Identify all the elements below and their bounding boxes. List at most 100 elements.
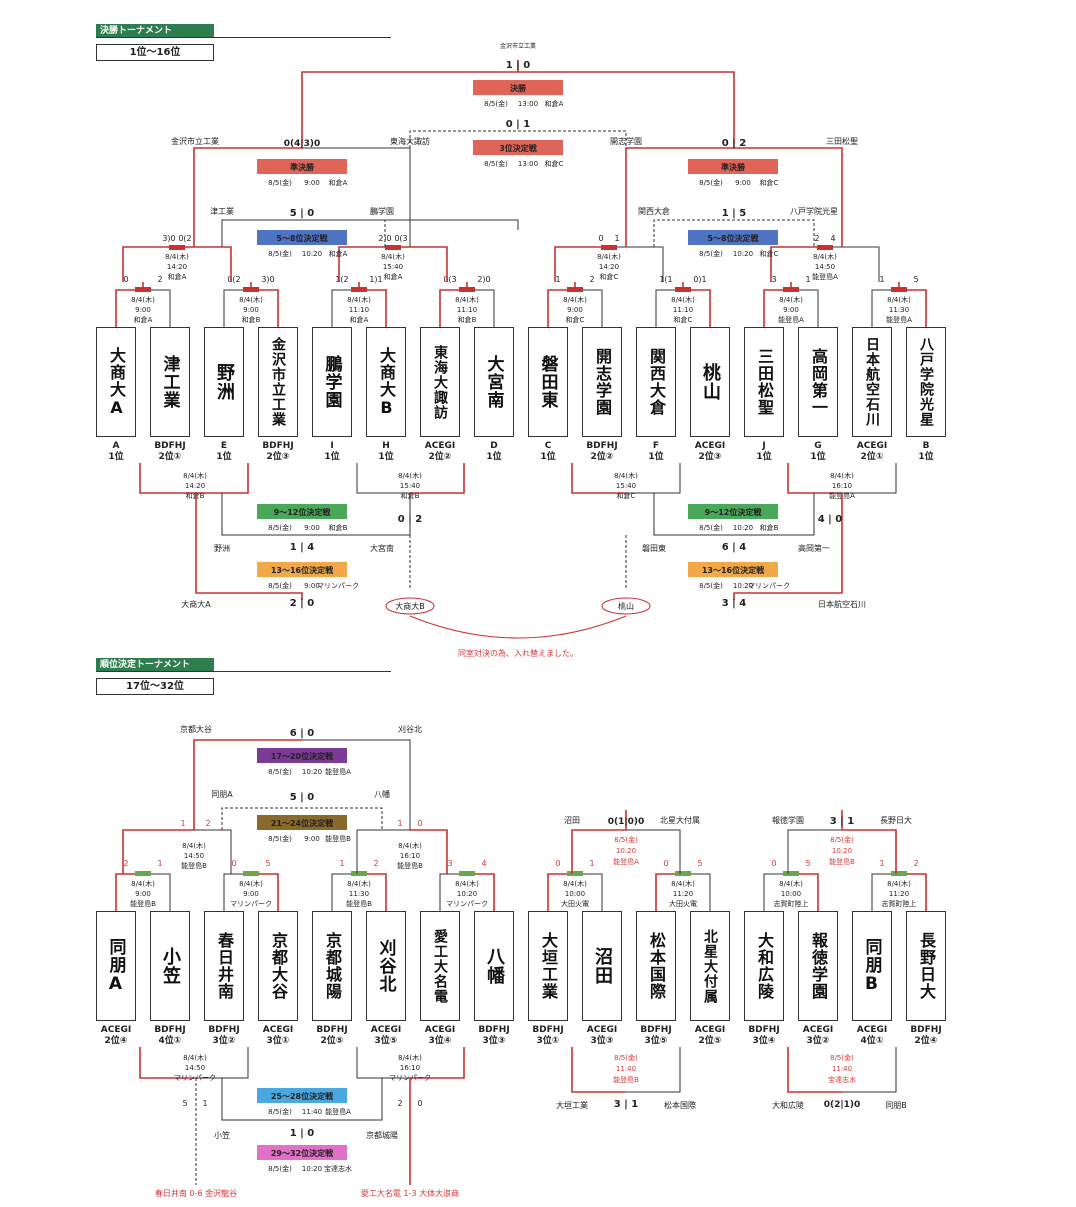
match-score: 0(3	[394, 234, 407, 243]
match-date: 8/5(金)	[699, 178, 723, 187]
top-team-box: 桃山	[690, 327, 730, 437]
team-label: 八戸学院光星	[790, 206, 838, 216]
match-date: 8/4(木)	[183, 1053, 207, 1062]
match-venue: 和倉C	[545, 159, 564, 168]
match-venue: 志賀町陸上	[882, 899, 917, 908]
bcons-line	[195, 1047, 249, 1079]
bottom-team-box: 小笠	[150, 911, 190, 1021]
match-score: 2	[913, 859, 918, 868]
match-score: 0	[663, 859, 668, 868]
match-date: 8/4(木)	[563, 879, 587, 888]
r2-line	[770, 246, 825, 282]
bottom-team-code: ACEGI	[100, 1025, 132, 1035]
bottom-team-rank: 3位⑤	[374, 1036, 398, 1046]
bcons-line	[787, 1047, 842, 1093]
fifth-line	[653, 219, 815, 247]
match-date: 8/4(木)	[347, 879, 371, 888]
top-team-rank: 1位	[486, 452, 502, 462]
match-time: 10:20	[457, 890, 477, 898]
b1-line	[655, 873, 683, 911]
b1-line	[439, 873, 467, 911]
team-label: 大垣工業	[556, 1100, 588, 1110]
match-venue: マリンパーク	[317, 582, 359, 590]
bottom-team-box: 長野日大	[906, 911, 946, 1021]
b-score: 5	[182, 1099, 187, 1108]
match-venue: 和倉A	[134, 315, 153, 324]
top-team-code: ACEGI	[424, 441, 456, 451]
match-time: 9:00	[304, 835, 320, 843]
match-venue: マリンパーク	[174, 1074, 216, 1082]
match-time: 9:00	[735, 179, 751, 187]
match-title-box	[257, 504, 347, 519]
cons-line	[571, 463, 626, 494]
top-team-box: 開志学園	[582, 327, 622, 437]
match-venue: マリンパーク	[748, 582, 790, 590]
match-marker	[243, 871, 259, 876]
team-label: 北星大付属	[660, 815, 700, 825]
section2-range: 17位～32位	[96, 678, 214, 695]
match-venue: 和倉A	[329, 178, 348, 187]
top-team-code: ACEGI	[856, 441, 888, 451]
b1-line	[143, 873, 171, 911]
match-title: 準決勝	[721, 162, 746, 172]
cons-line	[195, 463, 249, 494]
top-team-box: 野洲	[204, 327, 244, 437]
final-score: 1 | 0	[506, 60, 531, 71]
b-score: 0	[417, 819, 422, 828]
match-score: 5	[697, 859, 702, 868]
match-score: 2	[589, 275, 594, 284]
bottom-team-box: 春日井南	[204, 911, 244, 1021]
section2-title: 順位決定トーナメント	[96, 658, 214, 671]
match-time: 14:50	[185, 1064, 205, 1072]
match-time: 11:30	[889, 306, 909, 314]
b2-line	[194, 829, 232, 874]
team-label: 松本国際	[664, 1100, 696, 1110]
semi-line	[193, 147, 302, 247]
semi-score: 0(4|3)0	[284, 139, 321, 149]
top-team-name: 高岡第一	[809, 348, 828, 416]
match-marker	[351, 287, 367, 292]
match-venue: 能登島B	[397, 861, 423, 870]
top-team-name: 金沢市立工業	[270, 337, 286, 427]
match-time: 9:00	[783, 306, 799, 314]
match-time: 16:10	[832, 482, 852, 490]
top-team-box: 金沢市立工業	[258, 327, 298, 437]
team-label: 野洲	[214, 544, 230, 553]
top-team-rank: 1位	[108, 452, 124, 462]
match-time: 10:20	[832, 847, 852, 855]
match-marker	[459, 871, 475, 876]
match-venue: 和倉A	[350, 315, 369, 324]
team-label: 報徳学園	[772, 815, 804, 825]
match-title: 3位決定戦	[499, 143, 538, 153]
top-team-code: B	[922, 441, 930, 451]
match-score: 1(2	[335, 275, 348, 284]
match-title-box	[257, 1088, 347, 1103]
bottom-team-rank: 2位④	[104, 1036, 128, 1046]
b3-line	[302, 739, 411, 830]
match-venue: 能登島B	[325, 834, 351, 843]
r1-line	[655, 289, 683, 327]
top-team-code: H	[382, 441, 390, 451]
match-venue: 能登島B	[346, 899, 372, 908]
result-note: 愛工大名電 1-3 大体大浪商	[361, 1188, 459, 1198]
b3-line	[193, 739, 302, 830]
b-score: 0(2|1)0	[824, 1100, 861, 1110]
bottom-team-code: ACEGI	[856, 1025, 888, 1035]
match-venue: 能登島B	[130, 899, 156, 908]
bottom-team-rank: 3位③	[590, 1036, 614, 1046]
b-score: 3 | 1	[614, 1099, 639, 1110]
r1-line	[115, 289, 143, 327]
match-date: 8/4(木)	[398, 841, 422, 850]
match-date: 8/5(金)	[614, 1053, 638, 1062]
match-date: 8/4(木)	[239, 879, 263, 888]
b-score: 1 | 0	[290, 1128, 315, 1139]
